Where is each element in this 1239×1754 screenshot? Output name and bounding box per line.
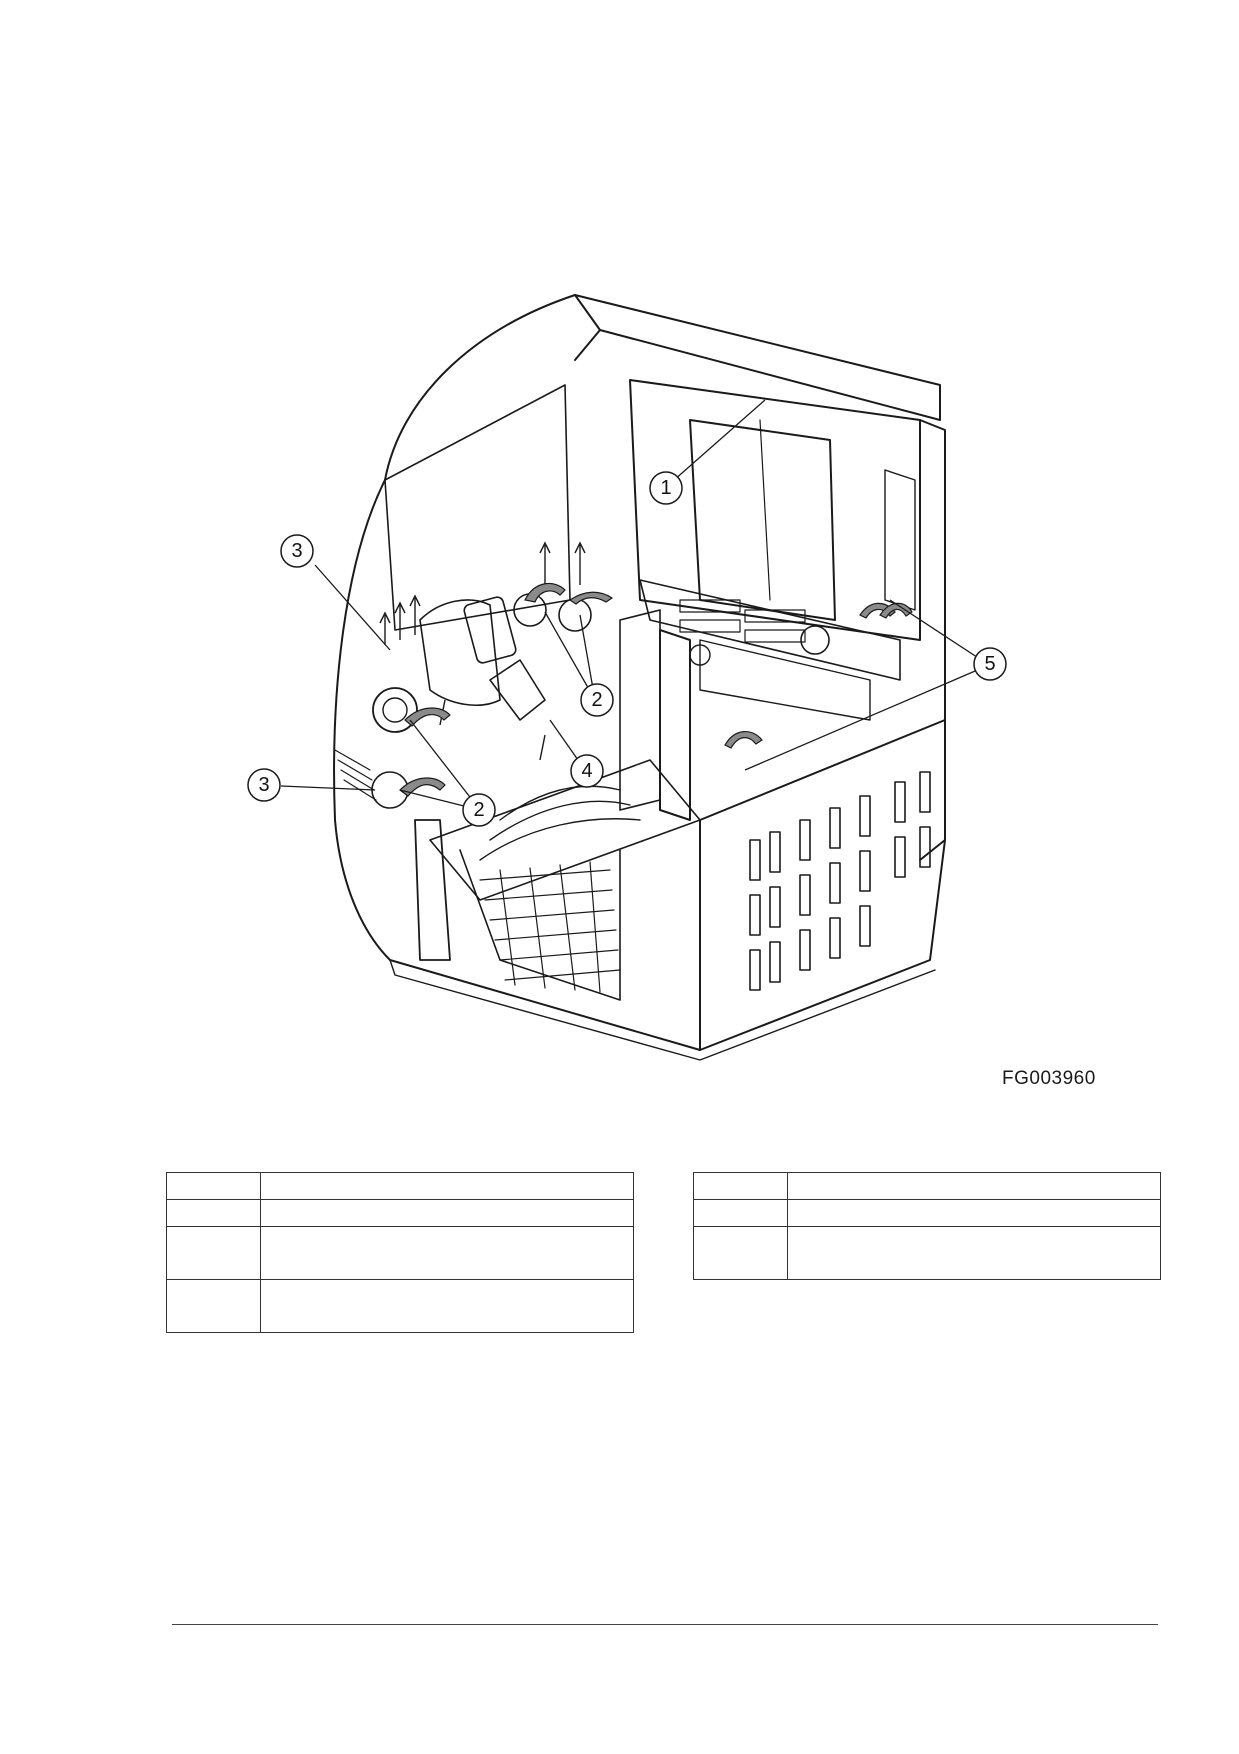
table-row [693, 1226, 1162, 1280]
legend-desc [259, 1279, 635, 1333]
svg-text:5: 5 [984, 653, 995, 675]
svg-text:2: 2 [591, 689, 602, 711]
legend-table-right [693, 1172, 1162, 1280]
svg-text:1: 1 [660, 477, 671, 499]
cab-body-outline [333, 479, 946, 1051]
figure-code: FG003960 [1002, 1068, 1096, 1089]
cab-roof [574, 294, 941, 421]
floor-grate [479, 861, 621, 993]
legend-desc [786, 1172, 1162, 1200]
legend-ref [693, 1226, 788, 1280]
airflow-arrows [379, 541, 586, 761]
legend-ref [693, 1199, 788, 1227]
callout-leaders [280, 399, 990, 811]
side-vent-slots [749, 771, 931, 991]
svg-text:3: 3 [258, 774, 269, 796]
table-row [166, 1226, 635, 1280]
legend-desc [259, 1199, 635, 1227]
legend-desc [259, 1226, 635, 1280]
legend-ref [166, 1279, 261, 1333]
table-row [693, 1172, 1162, 1200]
legend-ref [166, 1226, 261, 1280]
cab-roof-front [384, 294, 576, 481]
legend-desc [786, 1199, 1162, 1227]
svg-text:3: 3 [291, 540, 302, 562]
svg-text:2: 2 [473, 799, 484, 821]
cab-airflow-illustration: 1 2 2 3 3 4 5 [247, 294, 1007, 1061]
callout-2-lower: 2 [462, 793, 496, 827]
callout-2-top: 2 [580, 683, 614, 717]
table-row [166, 1199, 635, 1227]
legend-desc [259, 1172, 635, 1200]
rear-window-glass [689, 419, 836, 621]
legend-table-left [166, 1172, 635, 1333]
legend-ref [166, 1199, 261, 1227]
callout-1: 1 [649, 471, 683, 505]
callout-5: 5 [973, 647, 1007, 681]
legend-ref [693, 1172, 788, 1200]
legend-ref [166, 1172, 261, 1200]
table-row [166, 1172, 635, 1200]
table-row [693, 1199, 1162, 1227]
callout-3-upper: 3 [280, 534, 314, 568]
footer-divider [172, 1624, 1158, 1625]
callout-3-lower: 3 [247, 768, 281, 802]
legend-desc [786, 1226, 1162, 1280]
svg-text:4: 4 [581, 760, 592, 782]
table-row [166, 1279, 635, 1333]
callout-4: 4 [570, 754, 604, 788]
rear-window [629, 379, 921, 641]
